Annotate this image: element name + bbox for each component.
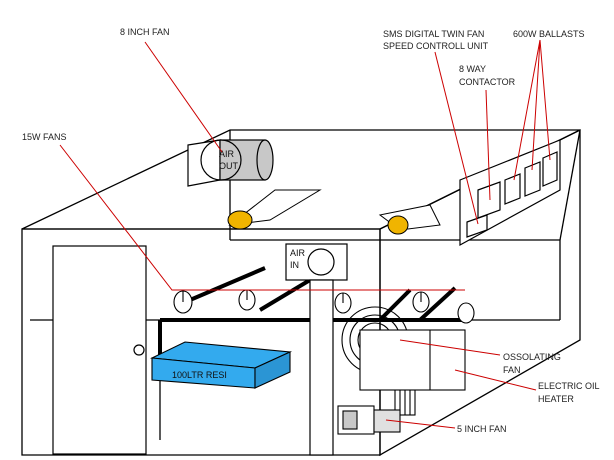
ballast-3 [542, 151, 558, 187]
label-contactor-2: CONTACTOR [459, 77, 516, 87]
label-5inch-fan: 5 INCH FAN [457, 424, 507, 434]
contactor-box [477, 181, 501, 219]
air-out-label-2: OUT [219, 161, 239, 171]
fan-15w-5 [457, 302, 475, 324]
tent-door [52, 245, 147, 455]
light-rail-frame [158, 266, 470, 355]
ballast-2 [524, 161, 541, 197]
fan-5inch [337, 405, 401, 435]
top-clip-fan-left [227, 189, 322, 230]
leader-sms [434, 51, 479, 225]
ballast-1 [504, 173, 521, 205]
label-heater-2: HEATER [538, 394, 574, 404]
label-sms-1: SMS DIGITAL TWIN FAN [383, 29, 484, 39]
air-out-ring [200, 139, 242, 181]
label-contactor-1: 8 WAY [459, 64, 486, 74]
door-handle [133, 344, 145, 356]
leader-8inch-fan [144, 41, 223, 153]
reservoir-side [254, 351, 291, 389]
tent-back-floor-edge [230, 239, 561, 320]
leader-15w-fans [59, 144, 465, 291]
label-15w-fans: 15W FANS [22, 132, 67, 142]
air-out-label-1: AIR [219, 149, 235, 159]
label-oscillating-1: OSSOLATING [503, 352, 561, 362]
label-oscillating-2: FAN [503, 365, 521, 375]
leader-contactor [485, 89, 491, 201]
fan-8inch-assembly [187, 139, 274, 187]
top-clip-fan-right [378, 204, 441, 235]
leader-heater [454, 369, 537, 391]
door-panel [52, 245, 147, 455]
leader-lines [59, 39, 551, 429]
label-heater-1: ELECTRIC OIL [538, 381, 600, 391]
leader-ballasts-3 [513, 39, 541, 181]
air-in-duct-pipe [309, 279, 334, 456]
leader-ballasts [539, 39, 551, 161]
fan-8inch-cap [256, 139, 274, 181]
label-8inch-fan: 8 INCH FAN [120, 27, 170, 37]
label-ballasts: 600W BALLASTS [513, 29, 585, 39]
air-in-duct [285, 243, 348, 456]
air-in-fan [307, 248, 335, 276]
leader-5inch [385, 419, 456, 429]
air-in-label-1: AIR [290, 248, 306, 258]
leader-oscillating [399, 339, 501, 356]
fans-15w-row [173, 289, 475, 324]
label-sms-2: SPEED CONTROLL UNIT [383, 41, 489, 51]
leader-ballasts-2 [531, 39, 541, 171]
air-in-label-2: IN [290, 260, 299, 270]
electric-oil-heater [359, 329, 466, 391]
right-wall-panel [459, 139, 561, 247]
reservoir [150, 341, 293, 389]
reservoir-label: 100LTR RESI [172, 370, 227, 380]
